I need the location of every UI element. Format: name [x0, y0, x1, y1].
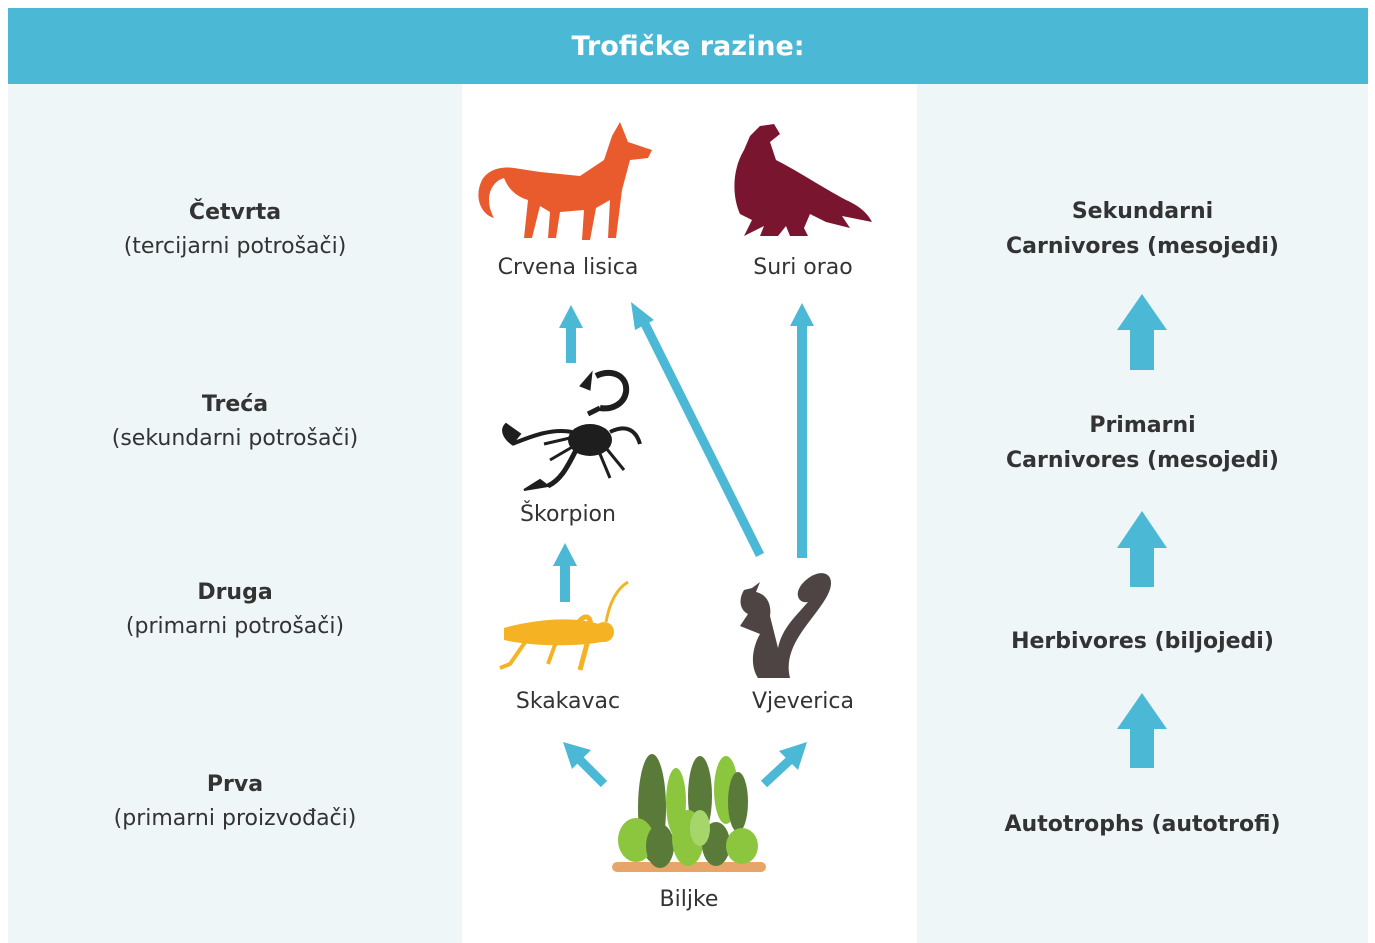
diagram-title: Trofičke razine:: [571, 30, 805, 62]
label-plants: Biljke: [659, 887, 719, 912]
level-desc: (sekundarni potrošači): [111, 426, 359, 451]
label-squirrel: Vjeverica: [752, 689, 854, 714]
arrow-up-2: [1117, 511, 1167, 587]
diagram-title-bar: Trofičke razine:: [8, 8, 1368, 84]
role-primary-carnivores: Primarni Carnivores (mesojedi): [917, 408, 1368, 478]
role-autotrophs: Autotrophs (autotrofi): [917, 807, 1368, 842]
arrow-plants-to-squirrel: [760, 742, 807, 788]
level-name: Četvrta: [188, 200, 282, 225]
arrow-scorpion-to-fox: [559, 305, 583, 363]
role-arrows: [1117, 294, 1167, 768]
role-line: Herbivores (biljojedi): [1011, 629, 1274, 654]
role-line: Carnivores (mesojedi): [1006, 234, 1279, 259]
food-web-arrows: [553, 302, 814, 788]
grasshopper-icon: [499, 580, 629, 671]
label-scorpion: Škorpion: [520, 502, 616, 527]
eagle-icon: [734, 124, 872, 236]
level-desc: (primarni proizvođači): [113, 806, 357, 831]
plants-icon: [612, 754, 766, 872]
squirrel-icon: [740, 573, 832, 678]
level-desc: (tercijarni potrošači): [123, 234, 347, 259]
role-line: Sekundarni: [1071, 199, 1214, 224]
role-line: Primarni: [1089, 413, 1196, 438]
label-eagle: Suri orao: [753, 255, 853, 280]
level-desc: (primarni potrošači): [125, 614, 345, 639]
arrow-up-1: [1117, 294, 1167, 370]
role-line: Autotrophs (autotrofi): [1004, 812, 1281, 837]
role-secondary-carnivores: Sekundarni Carnivores (mesojedi): [917, 194, 1368, 264]
label-fox: Crvena lisica: [497, 255, 639, 280]
label-grasshopper: Skakavac: [515, 689, 621, 714]
scorpion-icon: [502, 369, 642, 491]
level-name: Treća: [201, 392, 269, 417]
level-first: Prva (primarni proizvođači): [8, 768, 462, 836]
fox-icon: [478, 122, 652, 240]
arrow-up-3: [1117, 693, 1167, 768]
role-herbivores: Herbivores (biljojedi): [917, 624, 1368, 659]
level-name: Prva: [206, 772, 264, 797]
arrow-grasshopper-to-scorpion: [553, 543, 577, 602]
level-second: Druga (primarni potrošači): [8, 576, 462, 644]
role-line: Carnivores (mesojedi): [1006, 448, 1279, 473]
level-third: Treća (sekundarni potrošači): [8, 388, 462, 456]
arrow-plants-to-grasshopper: [563, 742, 608, 788]
arrow-squirrel-to-fox: [631, 302, 765, 558]
level-name: Druga: [197, 580, 273, 605]
arrow-squirrel-to-eagle: [790, 303, 814, 558]
trophic-levels-panel: Četvrta (tercijarni potrošači) Treća (se…: [8, 84, 462, 943]
level-fourth: Četvrta (tercijarni potrošači): [8, 196, 462, 264]
